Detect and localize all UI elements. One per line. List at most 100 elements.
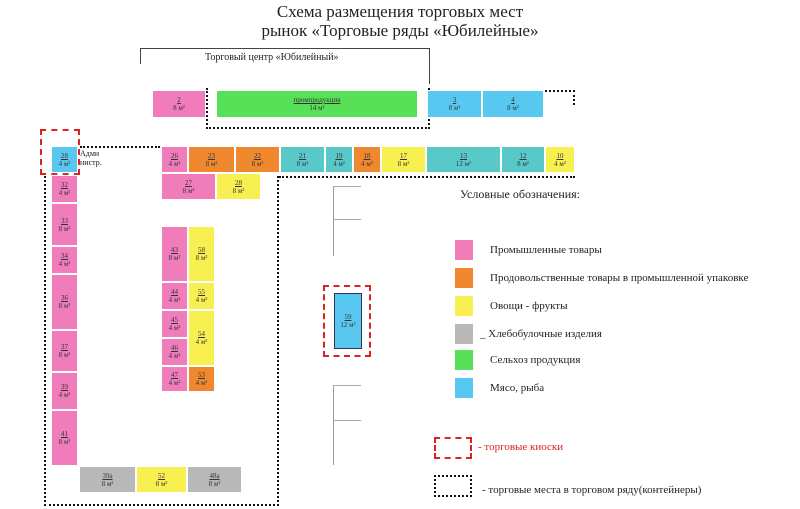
building-label: Торговый центр «Юбилейный» [205,52,339,63]
stall-area: 4 м² [168,352,181,360]
stall-number: 45 [171,316,178,324]
stall-area: 8 м² [101,479,114,488]
legend-container-label: - торговые места в торговом ряду(контейн… [482,484,702,496]
stall-area: 4 м² [195,296,208,304]
stall-area: 8 м² [195,254,208,262]
stall-area: 8 м² [58,224,71,233]
stall-number: 3 [452,96,457,104]
stall-area: 8 м² [182,186,195,195]
divider-upper-tick-2 [333,219,361,220]
stall-area: 4 м² [168,296,181,304]
stall-area: 8 м² [58,302,71,310]
stall-number: 32 [61,181,68,189]
stall-area: 4 м² [195,338,208,346]
stall-number: 39а [102,471,113,480]
stall-number: 26 [171,151,178,160]
stall-area: 8 м² [507,104,519,112]
kiosk-outline-59 [323,285,371,357]
stall-area: 4 м² [58,189,71,197]
title-line-2: рынок «Торговые ряды «Юбилейные» [261,21,539,40]
stall-number: 44 [171,288,178,296]
divider-upper-tick [333,186,361,187]
stall-number: 39 [61,383,68,391]
legend-title: Условные обозначения: [460,187,581,201]
divider-lower-tick-2 [333,420,361,421]
stall-area: 4 м² [195,379,208,387]
building-top-wall [140,48,430,49]
divider-lower [333,385,334,465]
stall-number: 4 [511,96,515,104]
stall-area: 8 м² [397,159,410,168]
stall-area: 8 м² [155,479,168,488]
legend-swatch-orange [455,268,473,288]
stall-area: 8 м² [517,159,529,168]
kiosk-outline-admin [40,129,80,175]
stall-area: 8 м² [296,159,309,168]
stall-number: 10 [556,151,564,160]
stall-number: 41 [61,430,68,438]
title-line-1: Схема размещения торговых мест [276,2,524,21]
legend-label-green: Сельхоз продукция [490,354,581,366]
stall-number: 46 [171,344,178,352]
legend-label-blue: Мясо, рыба [490,382,545,394]
legend-swatch-green [455,350,473,370]
stall-area: 4 м² [554,159,566,168]
stall-area: 4 м² [361,159,373,168]
stall-area: 4 м² [58,260,71,268]
stall-area: 8 м² [173,104,185,112]
legend-swatch-blue [455,378,473,398]
stall-number: промпродукция [293,96,341,104]
stall-area: 4 м² [58,391,71,399]
stall-area: 8 м² [251,159,264,168]
stall-number: 52 [158,471,165,480]
stall-area: 8 м² [58,438,71,446]
stall-number: 28 [61,151,68,160]
stall-number: 34 [61,252,68,260]
stall-number: 54 [198,330,205,338]
legend-swatch-yellow [455,296,473,316]
stall-area: 4 м² [333,159,345,168]
stall-area: 12 м² [455,159,472,168]
stall-area: 8 м² [448,104,461,112]
stall-number: 22 [254,151,261,160]
building-right-wall [429,48,430,84]
stall-number: 53 [198,371,205,379]
legend-swatch-gray [455,324,473,344]
stall-area: 4 м² [168,159,181,168]
legend-label-gray: _ Хлебобулочные изделия [480,328,602,340]
stall-area: 8 м² [232,186,245,195]
stall-number: 48а [209,471,220,480]
stall-number: 17 [400,151,407,160]
stall-number: 12 [519,151,527,160]
stall-area: 14 м² [309,104,325,112]
stall-number: 28 [235,178,242,187]
legend-kiosk-swatch [434,437,472,459]
stall-number: 43 [171,246,178,254]
legend-label-pink: Промышленные товары [490,244,602,256]
stall-area: 8 м² [58,351,71,359]
